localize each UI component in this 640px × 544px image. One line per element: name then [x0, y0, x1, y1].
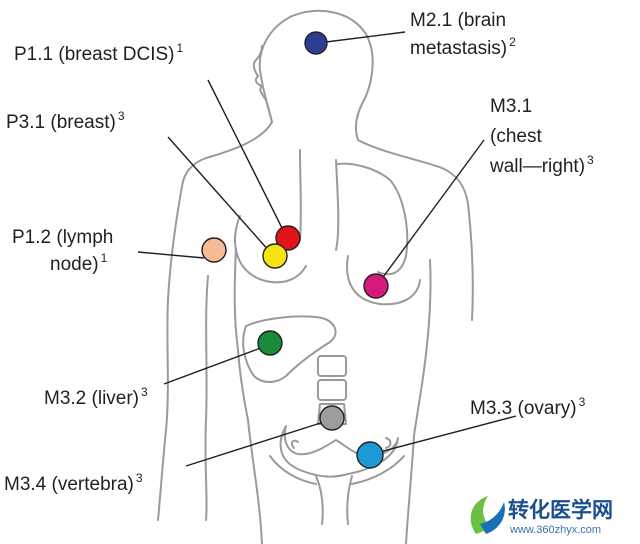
vertebra-3	[317, 403, 347, 425]
label-m3-1: M3.1 (chest wall—right)3	[489, 96, 594, 177]
right-arm-outer	[467, 203, 474, 321]
dot-p1-2	[201, 237, 227, 263]
body-outline	[157, 9, 474, 544]
labels: P1.1 (breast DCIS)1 P3.1 (breast)3 P1.2 …	[4, 10, 594, 495]
label-p1-1: P1.1 (breast DCIS)1	[14, 41, 184, 65]
leader-p1-2	[137, 251, 205, 259]
dot-m3-3	[356, 441, 384, 469]
right-lung	[337, 162, 409, 276]
site-dots	[201, 31, 389, 469]
left-hip	[247, 419, 263, 544]
vertebra-1	[317, 355, 347, 377]
left-arm-outer	[157, 185, 183, 521]
sternum-line	[335, 159, 340, 251]
right-hip	[405, 435, 415, 544]
leader-m3-2	[163, 345, 267, 385]
vertebra-2	[317, 379, 347, 401]
leader-m3-1	[377, 139, 485, 285]
label-p1-2: P1.2 (lymph node)1	[12, 227, 119, 275]
leader-m2-1	[317, 31, 406, 44]
dot-p1-1	[275, 225, 301, 251]
inner-right-leg	[346, 475, 353, 525]
leader-p1-1	[207, 79, 285, 233]
right-breast-curve	[346, 255, 421, 306]
watermark: 转化医学网 www.360zhyx.com	[470, 496, 613, 536]
left-flank	[233, 247, 249, 421]
left-lung	[299, 149, 302, 241]
dot-m2-1	[304, 31, 328, 55]
watermark-name: 转化医学网	[508, 498, 613, 522]
leader-p3-1	[167, 136, 271, 253]
label-m3-3: M3.3 (ovary)3	[470, 395, 586, 419]
leader-m3-3	[371, 415, 517, 455]
groin-curve	[269, 455, 405, 485]
left-breast-curve	[234, 215, 307, 284]
right-shoulder	[357, 139, 469, 205]
label-m3-4: M3.4 (vertebra)3	[4, 471, 143, 495]
face-profile	[252, 45, 273, 123]
liver-outline	[242, 315, 337, 383]
dot-m3-2	[257, 330, 283, 356]
watermark-logo-icon	[470, 496, 505, 534]
right-flank	[413, 259, 432, 437]
leader-lines	[137, 31, 517, 467]
label-m3-2: M3.2 (liver)3	[44, 385, 148, 409]
leader-m3-4	[185, 419, 331, 467]
left-shoulder	[181, 121, 273, 187]
watermark-url: www.360zhyx.com	[509, 524, 601, 536]
label-m2-1: M2.1 (brain metastasis)2	[410, 10, 516, 59]
head-outline	[258, 9, 374, 141]
left-arm-inner	[204, 275, 209, 521]
dot-m3-4	[319, 405, 345, 431]
dot-m3-1	[363, 273, 389, 299]
dot-p3-1	[262, 243, 288, 269]
pelvis-right-wing	[385, 437, 392, 449]
label-p3-1: P3.1 (breast)3	[6, 109, 125, 133]
inner-left-leg	[315, 475, 324, 525]
pelvis-left-wing	[290, 439, 299, 449]
